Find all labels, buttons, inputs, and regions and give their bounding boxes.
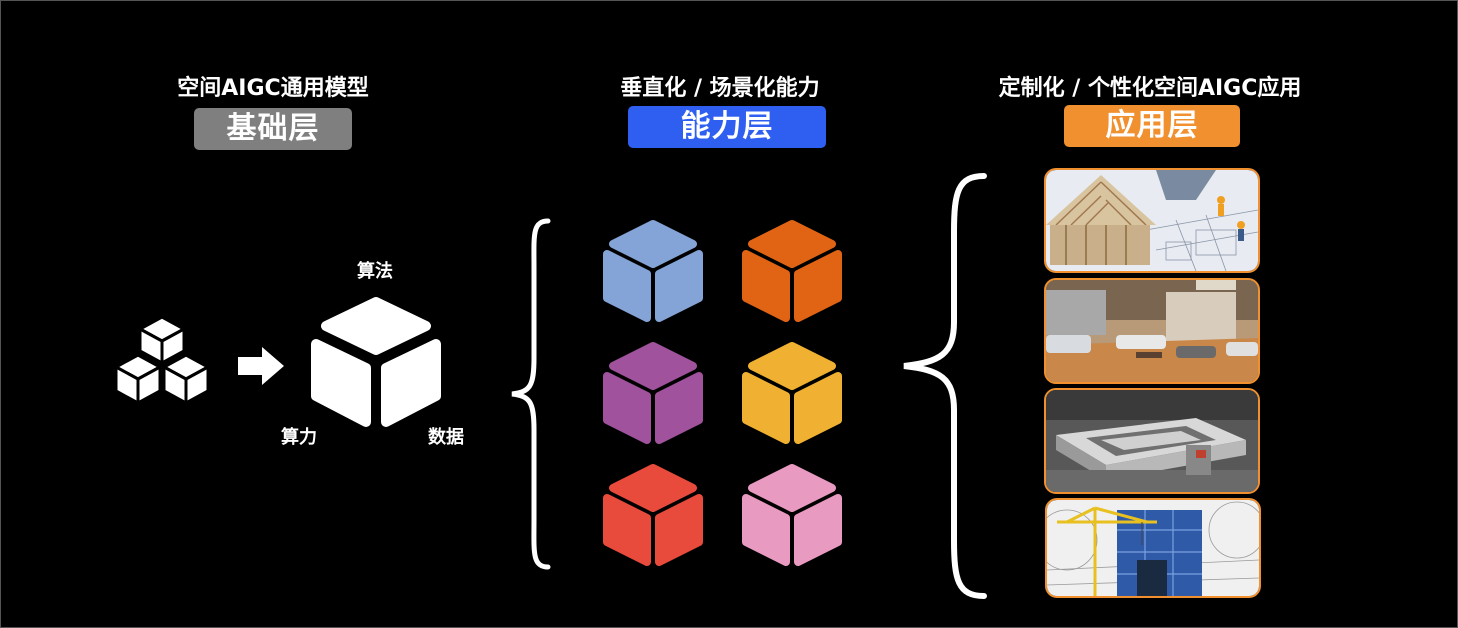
algorithm-label: 算法 (357, 261, 393, 282)
application-badge: 应用层 (1064, 105, 1240, 147)
capability-cube-red (607, 468, 699, 562)
arrow-right-icon (238, 347, 284, 385)
house-construction-image (1044, 168, 1260, 273)
data-label: 数据 (428, 427, 464, 448)
machinery-image (1044, 388, 1260, 494)
right-brace-large (903, 173, 987, 599)
crane-building-image (1045, 498, 1261, 598)
capability-cube-orange (746, 224, 838, 318)
showroom-interior-image (1044, 278, 1260, 384)
foundation-badge: 基础层 (194, 108, 352, 150)
capability-cube-purple (607, 346, 699, 440)
application-subtitle: 定制化 / 个性化空间AIGC应用 (998, 76, 1302, 101)
foundation-model-cube-icon (311, 297, 441, 427)
stacked-cubes-icon (114, 315, 210, 405)
capability-subtitle: 垂直化 / 场景化能力 (620, 76, 820, 101)
capability-cube-yellow (746, 346, 838, 440)
foundation-subtitle: 空间AIGC通用模型 (177, 76, 369, 101)
left-brace-small (511, 218, 551, 570)
capability-badge: 能力层 (628, 106, 826, 148)
capability-cube-blue (607, 224, 699, 318)
capability-cubes-grid (590, 210, 860, 580)
capability-cube-pink (746, 468, 838, 562)
compute-label: 算力 (281, 427, 317, 448)
